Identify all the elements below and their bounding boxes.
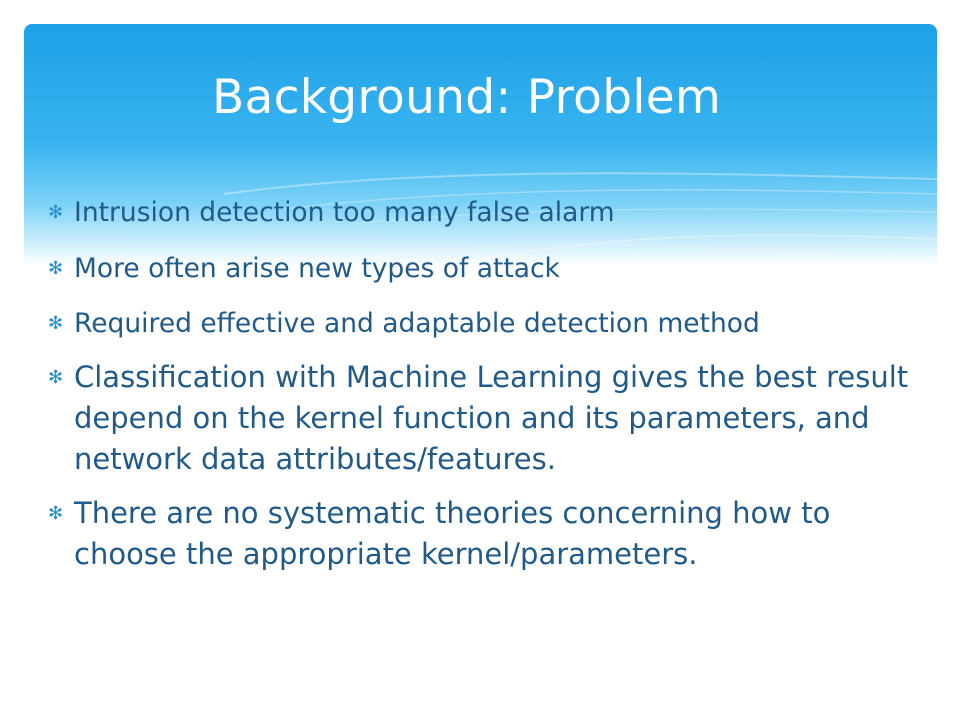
bullet-item: ✻ Intrusion detection too many false ala… bbox=[48, 194, 938, 232]
bullet-text: Intrusion detection too many false alarm bbox=[74, 197, 615, 228]
asterisk-bullet-icon: ✻ bbox=[48, 313, 64, 334]
bullet-item: ✻ More often arise new types of attack bbox=[48, 250, 938, 288]
bullet-item: ✻ There are no systematic theories conce… bbox=[48, 493, 938, 575]
slide-title: Background: Problem bbox=[212, 70, 722, 125]
asterisk-bullet-icon: ✻ bbox=[48, 503, 64, 524]
asterisk-bullet-icon: ✻ bbox=[48, 367, 64, 388]
bullet-item: ✻ Classification with Machine Learning g… bbox=[48, 357, 938, 480]
asterisk-bullet-icon: ✻ bbox=[48, 202, 64, 223]
bullet-list: ✻ Intrusion detection too many false ala… bbox=[48, 194, 938, 575]
asterisk-bullet-icon: ✻ bbox=[48, 258, 64, 279]
bullet-item: ✻ Required effective and adaptable detec… bbox=[48, 305, 938, 343]
bullet-text: There are no systematic theories concern… bbox=[74, 496, 831, 571]
bullet-text: Classification with Machine Learning giv… bbox=[74, 360, 909, 476]
bullet-text: Required effective and adaptable detecti… bbox=[74, 308, 760, 339]
bullet-text: More often arise new types of attack bbox=[74, 253, 560, 284]
title-banner bbox=[24, 24, 937, 266]
banner-swoosh-decoration bbox=[223, 172, 937, 266]
